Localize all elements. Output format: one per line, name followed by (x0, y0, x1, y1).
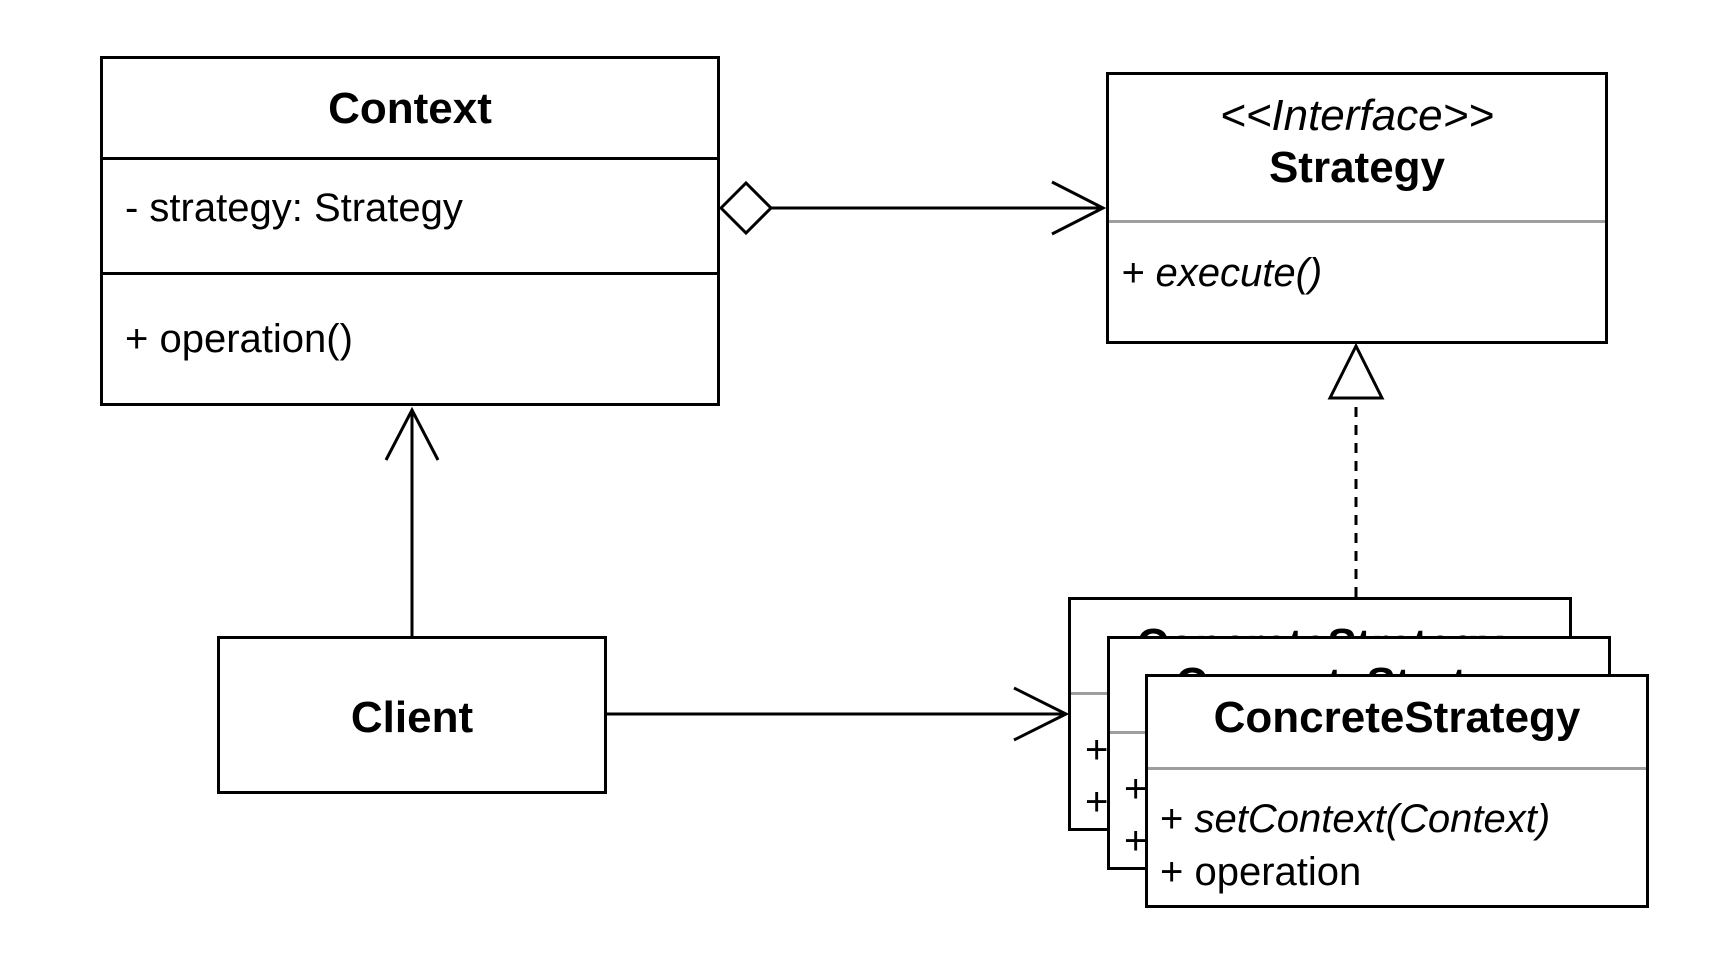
concrete-strategy-operation: + (1085, 780, 1109, 824)
realization-connector (1327, 342, 1385, 597)
concrete-strategy-divider (1148, 767, 1646, 770)
strategy-interface-title: Strategy (1268, 143, 1446, 192)
concrete-strategy-card-front[interactable]: ConcreteStrategy + setContext(Context) +… (1145, 674, 1649, 908)
set-context-method: setContext(Context) (1194, 797, 1551, 841)
client-concrete-connector (607, 686, 1070, 742)
context-strategy-attribute: - strategy: Strategy (125, 186, 463, 230)
concrete-strategy-title: ConcreteStrategy (1213, 693, 1581, 742)
context-class-title: Context (328, 84, 492, 133)
method-prefix: + (1160, 797, 1195, 841)
aggregation-arrowhead (1051, 180, 1107, 236)
context-class[interactable]: Context - strategy: Strategy + operation… (100, 56, 720, 406)
client-class[interactable]: Client (217, 636, 607, 794)
client-class-title: Client (350, 693, 474, 742)
concrete-strategy-method: + (1085, 728, 1109, 772)
realization-triangle-arrowhead (1327, 342, 1385, 400)
context-operation-method: + operation() (125, 317, 353, 361)
concrete-strategy-method: + (1124, 767, 1148, 811)
aggregation-connector (718, 180, 1107, 236)
strategy-execute-method: + execute() (1121, 251, 1323, 295)
client-context-connector (384, 406, 440, 636)
client-concrete-arrowhead (1013, 686, 1070, 742)
concrete-strategy-operation: + operation (1160, 850, 1362, 894)
strategy-title-divider (1109, 220, 1605, 223)
strategy-interface[interactable]: <<Interface>> Strategy + execute() (1106, 72, 1608, 344)
aggregation-diamond (718, 180, 774, 236)
client-context-arrowhead (384, 406, 440, 461)
context-title-divider (103, 157, 717, 160)
context-attribute-divider (103, 272, 717, 275)
concrete-strategy-method: + setContext(Context) (1160, 797, 1550, 842)
concrete-strategy-operation: + (1124, 819, 1148, 863)
strategy-stereotype: <<Interface>> (1220, 91, 1494, 140)
